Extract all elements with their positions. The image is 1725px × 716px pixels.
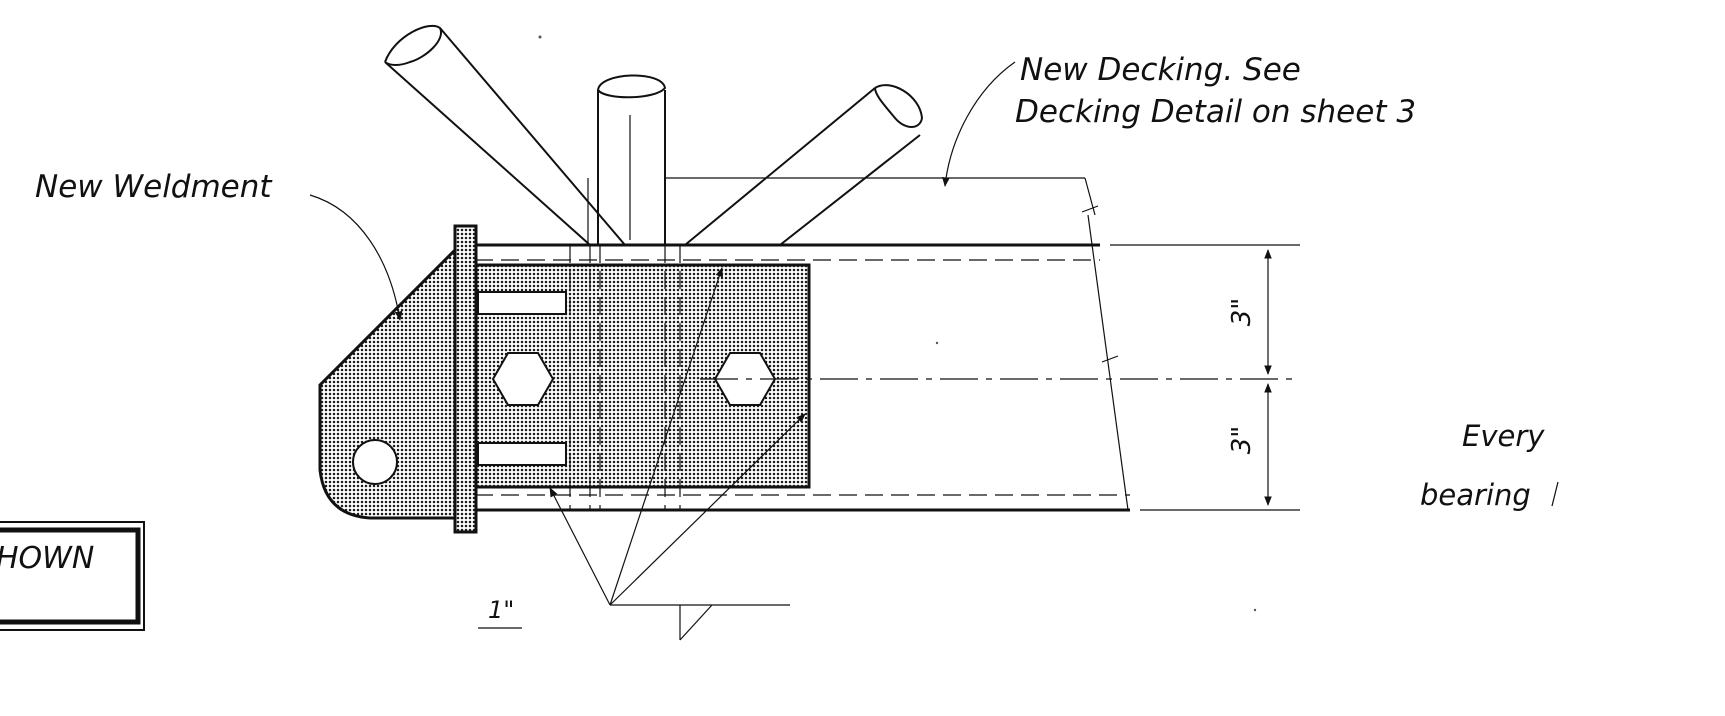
scale-box: HOWN — [0, 521, 145, 631]
leader-lines — [309, 61, 1016, 641]
bearing-label: bearing — [1420, 478, 1531, 512]
shown-label: HOWN — [0, 541, 94, 576]
dim-upper-label: 3" — [1227, 298, 1257, 327]
new-decking-label-line2: Decking Detail on sheet 3 — [1015, 94, 1416, 130]
inch-mark: 1" — [488, 596, 514, 624]
new-weldment-label: New Weldment — [35, 169, 273, 205]
new-decking-label-line1: New Decking. See — [1020, 52, 1301, 88]
weldment — [318, 224, 811, 534]
vertical-tube — [597, 74, 667, 245]
hex-nut-left — [491, 352, 555, 406]
beam — [475, 214, 1130, 512]
dimensions: 3" 3" — [1081, 205, 1300, 511]
pin-hole — [352, 439, 398, 485]
right-diagonal-tube — [684, 84, 924, 246]
every-label: Every — [1462, 419, 1545, 453]
left-diagonal-tube — [384, 24, 626, 246]
decking — [587, 177, 1096, 245]
dim-lower-label: 3" — [1227, 426, 1257, 455]
